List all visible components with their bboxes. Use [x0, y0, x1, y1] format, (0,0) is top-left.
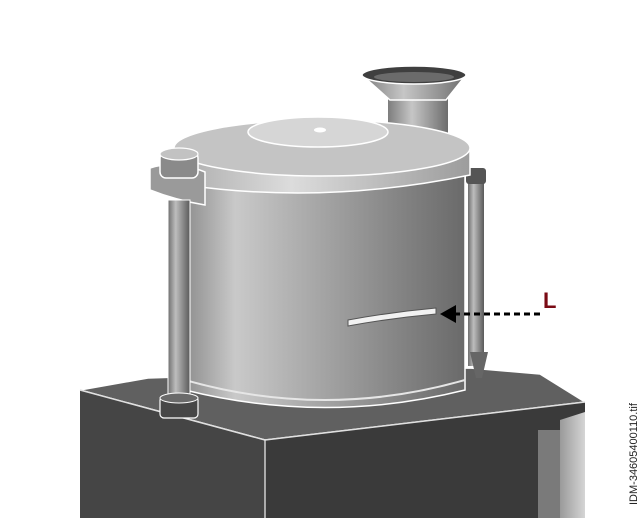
level-slot — [347, 307, 437, 327]
rear-support-pole — [466, 168, 488, 378]
container-body — [184, 174, 466, 409]
container-lid — [170, 116, 471, 194]
clamp-arm — [149, 147, 206, 206]
front-support-pole — [159, 199, 199, 419]
file-reference-text: IDM-34605400110.tif — [628, 403, 638, 505]
callout-label-l: L — [543, 288, 557, 313]
callout-arrow — [440, 305, 540, 323]
